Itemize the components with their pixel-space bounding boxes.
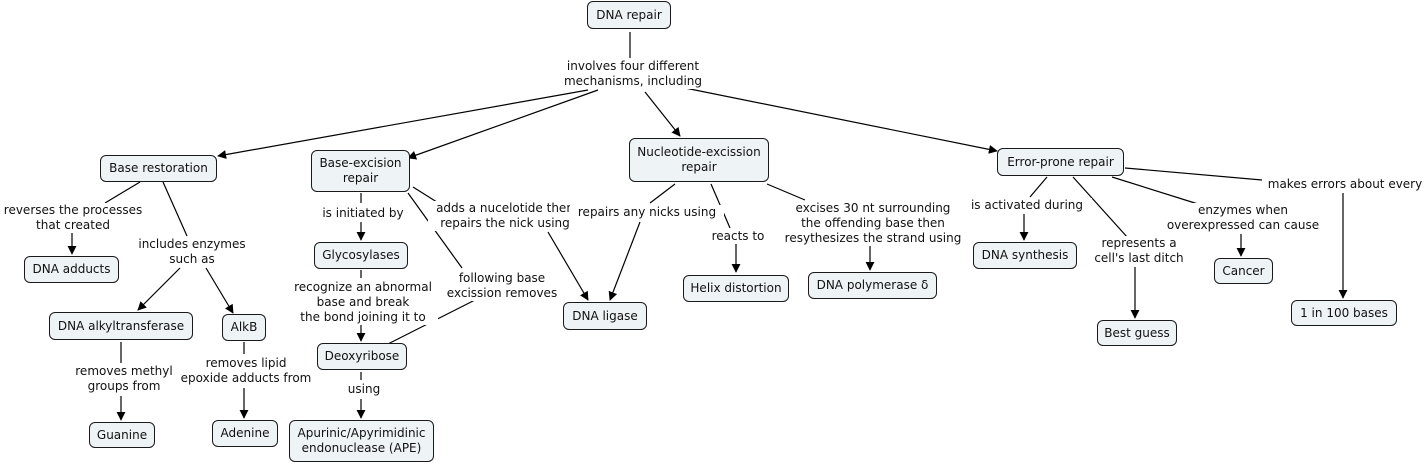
concept-glycosylases[interactable]: Glycosylases (314, 242, 408, 269)
link-label-reverses: reverses the processes that created (0, 203, 146, 233)
concept-dna-synthesis[interactable]: DNA synthesis (973, 242, 1077, 269)
link-label-involves: involves four different mechanisms, incl… (556, 59, 710, 89)
concept-ape[interactable]: Apurinic/Apyrimidinic endonuclease (APE) (289, 420, 434, 462)
link-label-recognize: recognize an abnormal base and break the… (288, 280, 438, 325)
link-label-makes-errors: makes errors about every (1262, 177, 1424, 192)
concept-dna-ligase[interactable]: DNA ligase (563, 302, 647, 330)
concept-1-in-100-bases[interactable]: 1 in 100 bases (1291, 300, 1397, 326)
link-label-last-ditch: represents a cell's last ditch (1090, 236, 1188, 266)
link-label-excises: excises 30 nt surrounding the offending … (778, 201, 968, 246)
concept-dna-polymerase-delta[interactable]: DNA polymerase δ (808, 272, 937, 299)
link-label-using: using (340, 382, 388, 397)
link-label-includes-enzymes: includes enzymes such as (134, 237, 250, 267)
link-label-repairs-nicks: repairs any nicks using (570, 205, 724, 220)
concept-best-guess[interactable]: Best guess (1097, 320, 1177, 346)
concept-nucleotide-excision-repair[interactable]: Nucleotide-excission repair (629, 138, 769, 182)
concept-helix-distortion[interactable]: Helix distortion (683, 275, 789, 302)
link-label-initiated-by: is initiated by (312, 206, 414, 221)
link-label-activated-during: is activated during (962, 198, 1092, 213)
link-label-adds-nucleotide: adds a nucelotide then repairs the nick … (428, 201, 582, 231)
link-label-reacts-to: reacts to (703, 229, 773, 244)
link-label-removes-methyl: removes methyl groups from (64, 364, 184, 394)
link-label-enzymes-overexpressed: enzymes when overexpressed can cause (1158, 203, 1328, 233)
concept-deoxyribose[interactable]: Deoxyribose (317, 343, 407, 370)
concept-base-restoration[interactable]: Base restoration (100, 155, 217, 182)
concept-error-prone-repair[interactable]: Error-prone repair (997, 148, 1124, 176)
concept-dna-alkyltransferase[interactable]: DNA alkyltransferase (49, 312, 193, 340)
concept-adenine[interactable]: Adenine (212, 420, 278, 447)
link-label-removes-lipid: removes lipid epoxide adducts from (176, 356, 316, 386)
concept-dna-adducts[interactable]: DNA adducts (24, 256, 119, 283)
concept-dna-repair[interactable]: DNA repair (587, 1, 671, 29)
concept-base-excision-repair[interactable]: Base-excision repair (311, 150, 410, 192)
concept-alkb[interactable]: AlkB (222, 314, 266, 341)
concept-cancer[interactable]: Cancer (1214, 258, 1273, 284)
concept-guanine[interactable]: Guanine (89, 422, 155, 448)
link-label-following: following base excission removes (438, 271, 566, 301)
